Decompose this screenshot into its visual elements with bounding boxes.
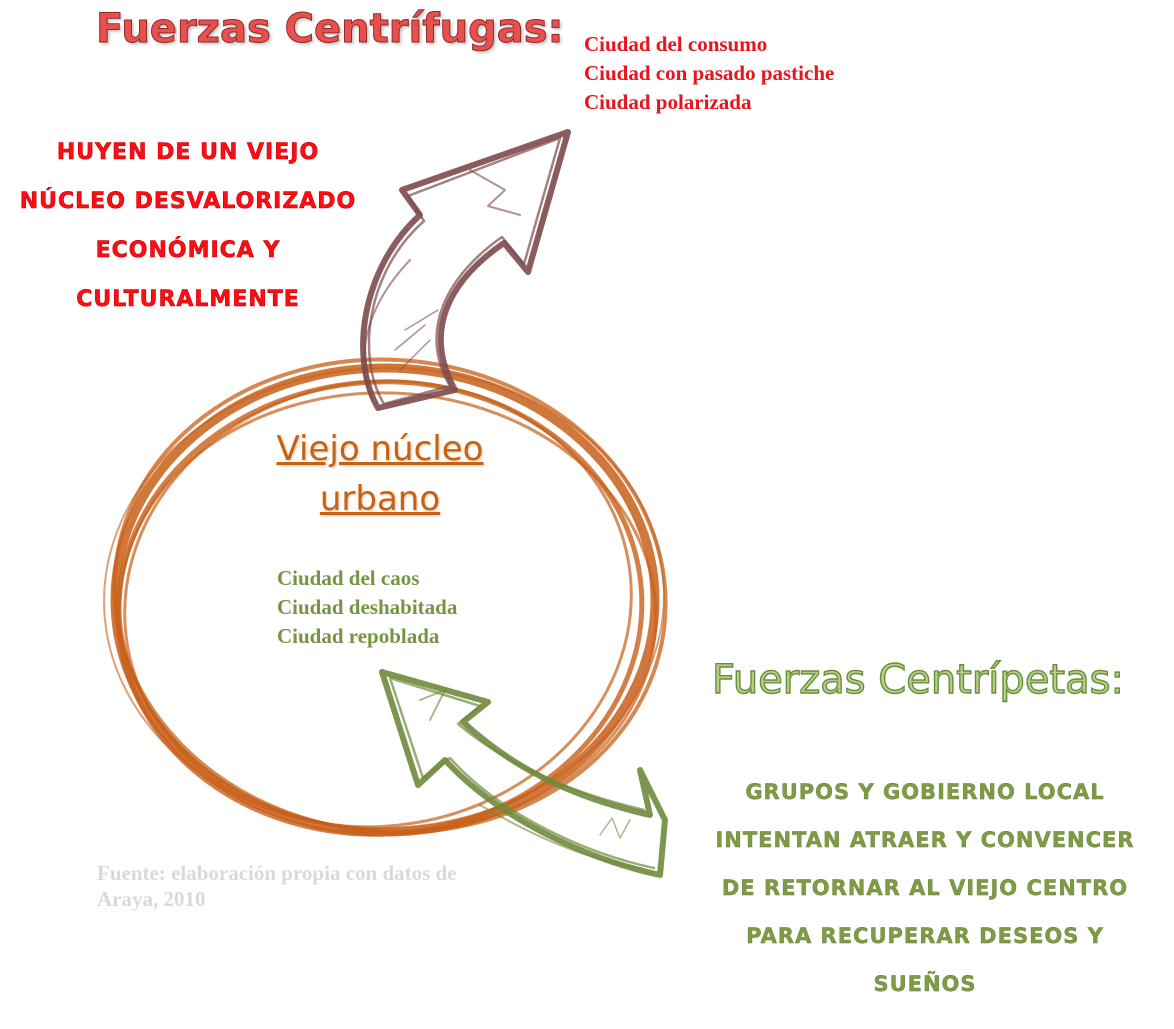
centripetal-arrow xyxy=(379,669,668,878)
centrifugal-description: Huyen de un viejo núcleo desvalorizado e… xyxy=(19,140,357,313)
centripetal-title: Fuerzas Centrípetas: xyxy=(711,656,1124,703)
core-circle xyxy=(103,357,668,837)
centrifugal-title: Fuerzas Centrífugas: xyxy=(96,6,564,53)
list-item: Ciudad del consumo xyxy=(584,32,768,56)
list-item: Ciudad deshabitada xyxy=(277,595,458,619)
centrifugal-list: Ciudad del consumo Ciudad con pasado pas… xyxy=(584,30,834,117)
list-item: Ciudad del caos xyxy=(277,566,420,590)
centripetal-description: Grupos y gobierno local intentan atraer … xyxy=(715,780,1135,996)
list-item: Ciudad polarizada xyxy=(584,90,752,114)
core-list: Ciudad del caos Ciudad deshabitada Ciuda… xyxy=(277,564,457,651)
source-note: Fuente: elaboración propia con datos de … xyxy=(97,861,457,911)
core-title-line: urbano xyxy=(319,479,441,519)
list-item: Ciudad con pasado pastiche xyxy=(584,61,835,85)
core-title-line: Viejo núcleo xyxy=(276,429,484,469)
list-item: Ciudad repoblada xyxy=(277,624,440,648)
centrifugal-arrow xyxy=(360,129,571,411)
core-title: Viejo núcleo urbano xyxy=(230,424,530,524)
